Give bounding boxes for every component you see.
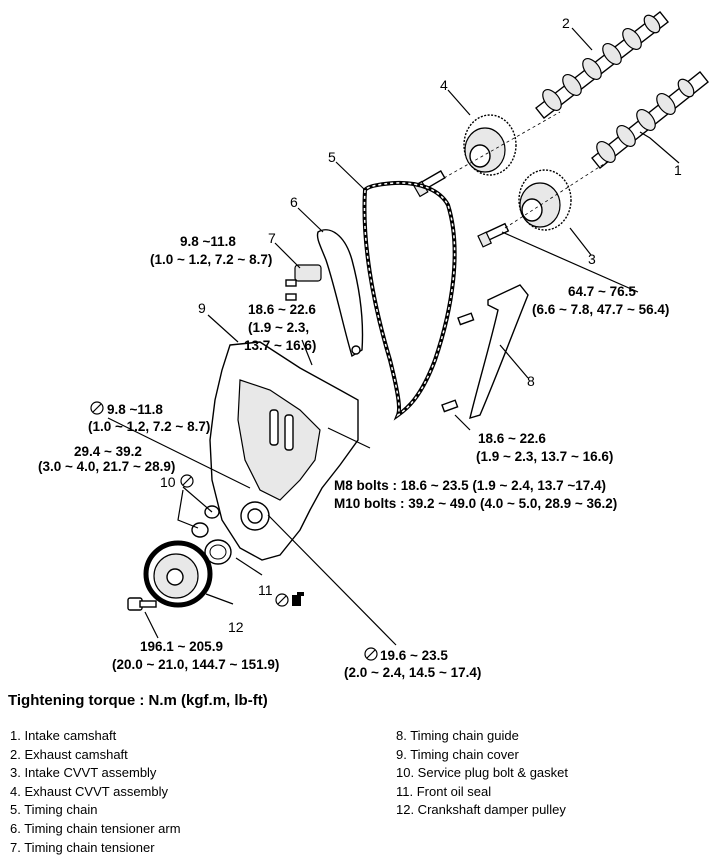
- callout-9: 9: [198, 300, 206, 316]
- callout-10: 10: [160, 474, 176, 490]
- legend-item: 4. Exhaust CVVT assembly: [10, 783, 168, 799]
- torque-arm-line1: 18.6 ~ 22.6: [248, 302, 316, 317]
- torque-guide-line1: 18.6 ~ 22.6: [478, 431, 546, 446]
- legend-item: 8. Timing chain guide: [396, 728, 519, 743]
- callout-8: 8: [527, 373, 535, 389]
- torque-m10-bolts: M10 bolts : 39.2 ~ 49.0 (4.0 ~ 5.0, 28.9…: [334, 496, 617, 511]
- torque-tensioner-line2: (1.0 ~ 1.2, 7.2 ~ 8.7): [150, 252, 272, 267]
- timing-chain: [362, 180, 457, 421]
- callout-12: 12: [228, 619, 244, 635]
- legend-item: 9. Timing chain cover: [396, 746, 519, 762]
- torque-pulley-line2: (20.0 ~ 21.0, 144.7 ~ 151.9): [112, 657, 279, 672]
- torque-m8-bolts: M8 bolts : 18.6 ~ 23.5 (1.9 ~ 2.4, 13.7 …: [334, 478, 606, 493]
- legend-item: 10. Service plug bolt & gasket: [396, 765, 568, 781]
- callout-1: 1: [674, 162, 682, 178]
- tightening-torque-heading: Tightening torque : N.m (kgf.m, lb-ft): [8, 692, 268, 709]
- exhaust-camshaft: [535, 11, 669, 119]
- oil-can-icon: [292, 592, 304, 606]
- timing-chain-tensioner: [285, 264, 322, 301]
- torque-seal-line1: 19.6 ~ 23.5: [380, 648, 448, 663]
- torque-plug-line1: 29.4 ~ 39.2: [74, 444, 142, 459]
- callout-5: 5: [328, 149, 336, 165]
- legend-item: 7. Timing chain tensioner: [10, 839, 155, 855]
- crankshaft-damper-pulley: [143, 540, 213, 608]
- legend-item: 1. Intake camshaft: [10, 728, 117, 743]
- intake-cvvt-assembly: [518, 169, 572, 231]
- intake-camshaft: [591, 71, 709, 169]
- timing-chain-tensioner-arm: [316, 229, 364, 358]
- pulley-bolt: [127, 597, 157, 611]
- parts-legend-right: 8. Timing chain guide 9. Timing chain co…: [396, 727, 568, 820]
- legend-item: 2. Exhaust camshaft: [10, 746, 128, 762]
- timing-chain-guide: [441, 284, 529, 420]
- torque-cvvt-line2: (6.6 ~ 7.8, 47.7 ~ 56.4): [532, 302, 669, 317]
- callout-11: 11: [258, 582, 273, 598]
- exhaust-cvvt-assembly: [463, 114, 517, 176]
- torque-cvvt-line1: 64.7 ~ 76.5: [568, 284, 636, 299]
- torque-arm-line2: (1.9 ~ 2.3,: [248, 320, 309, 335]
- legend-item: 11. Front oil seal: [396, 783, 492, 799]
- callout-7: 7: [268, 230, 276, 246]
- torque-plug-line2: (3.0 ~ 4.0, 21.7 ~ 28.9): [38, 459, 175, 474]
- torque-guide-line2: (1.9 ~ 2.3, 13.7 ~ 16.6): [476, 449, 613, 464]
- no-reuse-icon: [90, 401, 104, 415]
- legend-item: 12. Crankshaft damper pulley: [396, 802, 566, 818]
- callout-4: 4: [440, 77, 448, 93]
- callout-3: 3: [588, 251, 596, 267]
- torque-seal-line2: (2.0 ~ 2.4, 14.5 ~ 17.4): [344, 665, 481, 680]
- torque-cover-line2: (1.0 ~ 1.2, 7.2 ~ 8.7): [88, 419, 210, 434]
- torque-cover-line1: 9.8 ~11.8: [107, 402, 163, 417]
- parts-legend-left: 1. Intake camshaft 2. Exhaust camshaft 3…: [10, 727, 181, 857]
- cvvt-bolts: [413, 170, 510, 248]
- torque-tensioner-line1: 9.8 ~11.8: [180, 234, 236, 249]
- exploded-timing-diagram: 1 2 3 4 5 6 7 8 9 10 11 12 9.8 ~11.8 (1.…: [38, 11, 709, 680]
- legend-item: 6. Timing chain tensioner arm: [10, 820, 181, 836]
- front-oil-seal: [204, 539, 232, 565]
- timing-chain-cover: [209, 341, 359, 561]
- no-reuse-icon: [275, 593, 289, 607]
- no-reuse-icon: [364, 647, 378, 661]
- service-plug-bolt-gasket: [191, 505, 220, 538]
- torque-pulley-line1: 196.1 ~ 205.9: [140, 639, 223, 654]
- callout-6: 6: [290, 194, 298, 210]
- no-reuse-icon: [180, 474, 194, 488]
- legend-item: 5. Timing chain: [10, 802, 98, 818]
- callout-2: 2: [562, 15, 570, 31]
- torque-arm-line3: 13.7 ~ 16.6): [244, 338, 316, 353]
- leader-lines: [107, 27, 680, 646]
- legend-item: 3. Intake CVVT assembly: [10, 765, 157, 781]
